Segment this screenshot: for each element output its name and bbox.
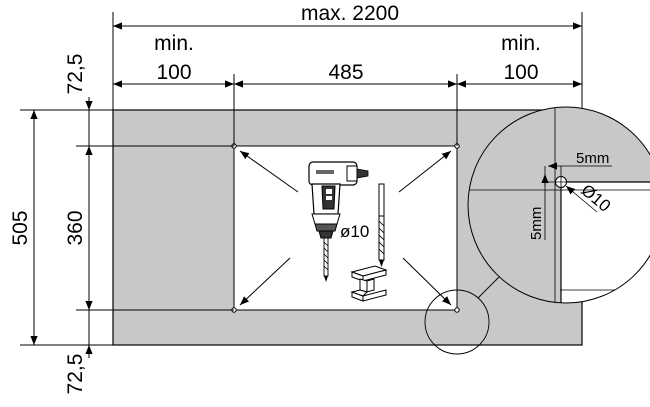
magnified-detail [468,107,650,303]
corner-arrows [239,150,452,306]
top-margin-label: 72,5 [64,54,87,95]
drill-bit-icon [378,183,385,267]
drill-icon [308,161,369,282]
right-min-value: 100 [503,61,538,84]
detail-callout-circle [424,289,490,355]
center-width-label: 485 [328,61,363,84]
right-min-word: min. [501,32,541,55]
cutout-height-label: 360 [64,210,87,245]
corner-hole-br [454,307,460,313]
detail-leader-line [477,275,501,299]
detail-magnifier-circle [467,106,650,304]
overall-height-label: 505 [9,210,32,245]
bottom-margin-label: 72,5 [64,354,87,395]
left-dimension-lines [30,97,93,358]
drill-diameter-label: ø10 [340,222,369,241]
left-min-word: min. [154,32,194,55]
left-min-value: 100 [156,61,191,84]
overall-width-label: max. 2200 [301,2,399,25]
top-dimension-lines [113,22,582,88]
detail-offset-x-label: 5mm [576,150,609,167]
detail-offset-y-label: 5mm [528,207,545,240]
steel-profile-icon [350,265,388,302]
